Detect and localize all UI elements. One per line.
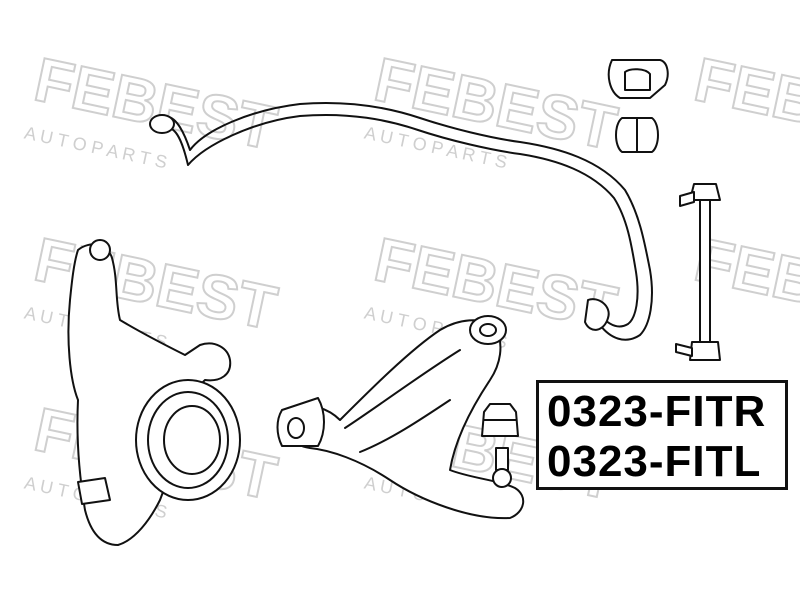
arm-rear-bushing-core (479, 323, 497, 337)
watermark-brand: FEBEST (689, 45, 800, 163)
knuckle-top-boss (89, 239, 111, 261)
part-number-right: 0323-FITR (547, 387, 767, 436)
part-number-box: 0323-FITR 0323-FITL (536, 380, 788, 490)
link-rod (699, 197, 711, 349)
arm-front-bushing-core (287, 417, 305, 439)
part-number-left: 0323-FITL (547, 437, 762, 486)
link-top-stud (679, 191, 695, 207)
steering-knuckle[interactable] (67, 239, 241, 546)
stabilizer-bar-end-right (584, 298, 610, 331)
knuckle-bottom-boss (77, 477, 111, 505)
lower-control-arm[interactable] (276, 315, 525, 520)
bushing-bracket-slot (624, 68, 651, 91)
ball-joint-ball (492, 468, 512, 488)
knuckle-hub-inner (163, 405, 221, 475)
ball-joint[interactable] (481, 403, 519, 488)
stabilizer-bar-outer (159, 101, 653, 341)
arm-body (285, 319, 525, 520)
link-bottom-stud (675, 343, 693, 357)
stabilizer-bushing[interactable] (607, 59, 669, 153)
stabilizer-bar[interactable] (149, 101, 653, 341)
parts-layer (67, 59, 721, 546)
stabilizer-bar-inner (167, 113, 639, 328)
watermark-tile: FEBEST A U T O P A R T S (363, 44, 624, 172)
arm-rib (344, 349, 461, 429)
arm-rib-lower (359, 399, 451, 453)
watermark-tile: FEBEST (688, 44, 800, 164)
stabilizer-bar-end-left (149, 114, 175, 134)
stabilizer-link[interactable] (675, 183, 721, 361)
ball-joint-stud (495, 447, 509, 471)
link-bottom-joint (689, 341, 721, 361)
